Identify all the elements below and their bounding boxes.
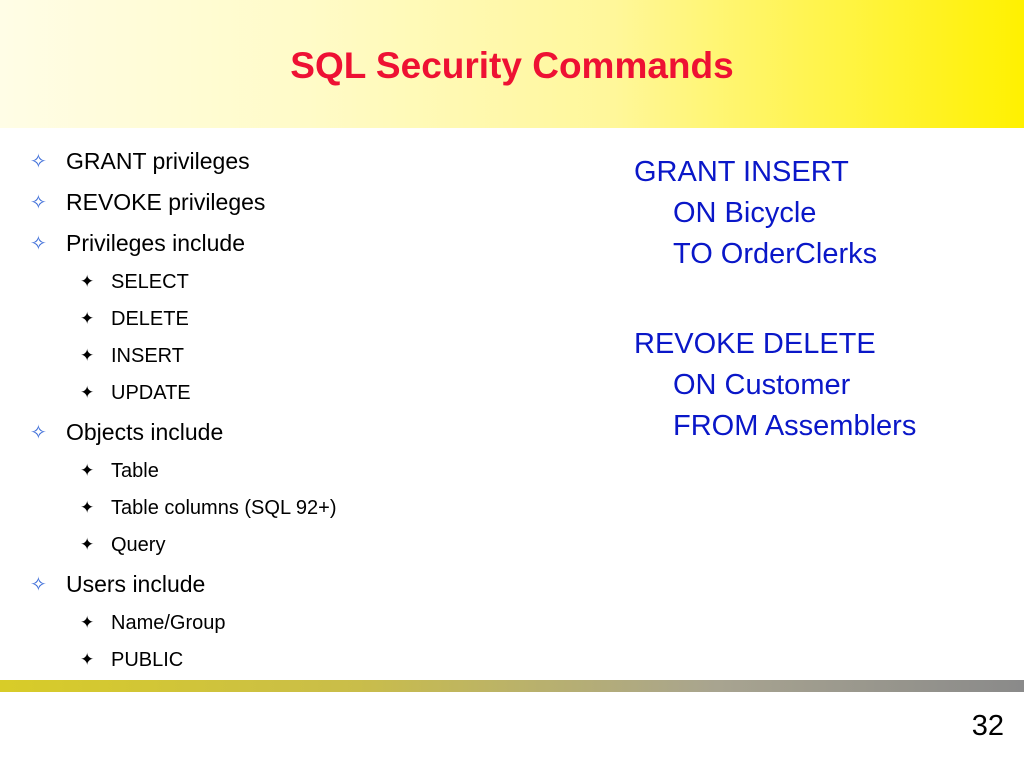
bullet-item: ✧ Users include bbox=[28, 565, 588, 606]
four-point-star-icon: ✦ bbox=[80, 309, 95, 329]
bullet-item: ✧ Privileges include bbox=[28, 224, 588, 265]
four-point-star-icon: ✦ bbox=[80, 346, 95, 366]
four-point-star-icon: ✦ bbox=[80, 613, 95, 633]
bullet-list: ✧ GRANT privileges ✧ REVOKE privileges ✧ Priv… bbox=[28, 142, 588, 680]
bullet-item: ✧ Objects include bbox=[28, 413, 588, 454]
four-point-star-icon: ✦ bbox=[80, 535, 95, 555]
bullet-text: DELETE bbox=[111, 308, 189, 330]
sub-bullet-item: ✦ Table bbox=[28, 454, 588, 491]
bullet-text: Objects include bbox=[66, 419, 224, 445]
bullet-text: PUBLIC bbox=[111, 649, 184, 671]
sub-bullet-item: ✦ Name/Group bbox=[28, 606, 588, 643]
title-band: SQL Security Commands bbox=[0, 0, 1024, 128]
bullet-text: Privileges include bbox=[66, 230, 245, 256]
bullet-item: ✧ GRANT privileges bbox=[28, 142, 588, 183]
four-point-star-icon: ✦ bbox=[80, 383, 95, 403]
bullet-item: ✧ REVOKE privileges bbox=[28, 183, 588, 224]
four-point-star-icon: ✦ bbox=[80, 650, 95, 670]
sub-bullet-item: ✦ Query bbox=[28, 528, 588, 565]
open-diamond-star-icon: ✧ bbox=[30, 420, 47, 444]
four-point-star-icon: ✦ bbox=[80, 498, 95, 518]
bullet-text: Query bbox=[111, 534, 166, 556]
bullet-text: Table columns (SQL 92+) bbox=[111, 497, 337, 519]
sub-bullet-item: ✦ PUBLIC bbox=[28, 643, 588, 680]
open-diamond-star-icon: ✧ bbox=[30, 149, 47, 173]
grant-statement-line: GRANT INSERT bbox=[634, 156, 849, 188]
sub-bullet-item: ✦ INSERT bbox=[28, 339, 588, 376]
revoke-statement-line: REVOKE DELETE bbox=[634, 328, 876, 360]
open-diamond-star-icon: ✧ bbox=[30, 231, 47, 255]
open-diamond-star-icon: ✧ bbox=[30, 572, 47, 596]
open-diamond-star-icon: ✧ bbox=[30, 190, 47, 214]
bullet-text: UPDATE bbox=[111, 382, 191, 404]
bullet-text: SELECT bbox=[111, 271, 189, 293]
slide-title: SQL Security Commands bbox=[290, 45, 734, 86]
bullet-text: REVOKE privileges bbox=[66, 189, 266, 215]
revoke-on-line: ON Customer bbox=[673, 369, 851, 401]
bullet-text: INSERT bbox=[111, 345, 184, 367]
sub-bullet-item: ✦ DELETE bbox=[28, 302, 588, 339]
bullet-text: Users include bbox=[66, 571, 206, 597]
sql-examples: GRANT INSERT ON Bicycle TO OrderClerks R… bbox=[634, 152, 1004, 447]
grant-to-line: TO OrderClerks bbox=[673, 238, 878, 270]
four-point-star-icon: ✦ bbox=[80, 461, 95, 481]
bullet-text: Name/Group bbox=[111, 612, 226, 634]
revoke-from-line: FROM Assemblers bbox=[673, 410, 917, 442]
four-point-star-icon: ✦ bbox=[80, 272, 95, 292]
sub-bullet-item: ✦ UPDATE bbox=[28, 376, 588, 413]
footer-divider-bar bbox=[0, 680, 1024, 692]
grant-on-line: ON Bicycle bbox=[673, 197, 817, 229]
page-number: 32 bbox=[971, 710, 1004, 742]
revoke-example: REVOKE DELETE ON Customer FROM Assembler… bbox=[634, 324, 1004, 447]
grant-example: GRANT INSERT ON Bicycle TO OrderClerks bbox=[634, 152, 1004, 275]
sub-bullet-item: ✦ SELECT bbox=[28, 265, 588, 302]
sub-bullet-item: ✦ Table columns (SQL 92+) bbox=[28, 491, 588, 528]
example-spacer bbox=[634, 275, 1004, 324]
bullet-text: Table bbox=[111, 460, 159, 482]
bullet-text: GRANT privileges bbox=[66, 148, 250, 174]
